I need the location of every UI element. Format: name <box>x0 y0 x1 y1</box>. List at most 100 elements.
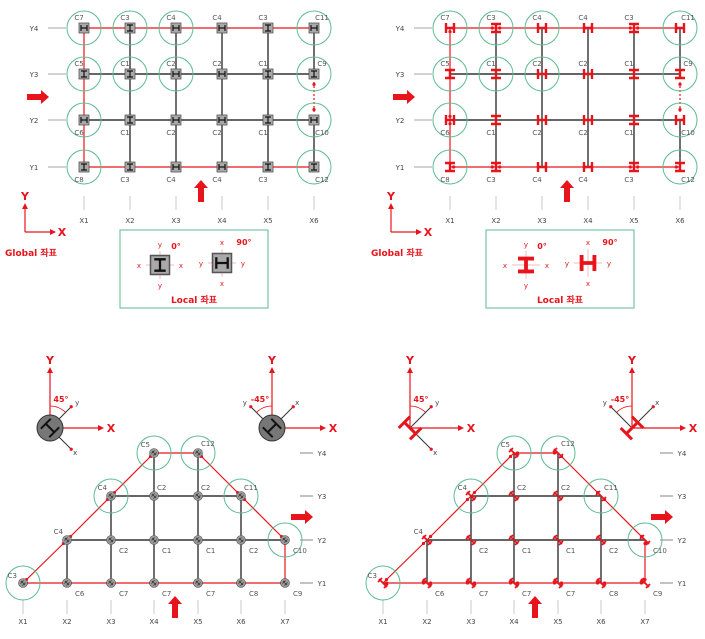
local-x-label: x <box>73 449 77 457</box>
load-arrow-icon <box>393 90 415 104</box>
axis-arrowheads <box>22 203 56 235</box>
column-label: C2 <box>119 547 128 555</box>
local-x-label: x <box>503 262 507 270</box>
orientation-angle: 0° <box>537 242 547 251</box>
i-beam <box>81 163 87 171</box>
column-section-icon <box>78 114 90 126</box>
local-y-label: y <box>565 260 569 268</box>
i-beam <box>265 70 271 78</box>
column-section-icon <box>421 577 433 589</box>
x-grid-label: X5 <box>553 618 562 626</box>
x-grid-label: X2 <box>422 618 431 626</box>
i-beam <box>629 22 639 34</box>
i-beam-glyph <box>172 25 180 31</box>
column-section-icon <box>491 68 501 80</box>
i-beam <box>195 450 201 456</box>
y-grid-label: Y2 <box>317 537 327 545</box>
column-section-icon <box>106 578 116 588</box>
connection-dot <box>636 26 640 30</box>
i-beam <box>536 162 548 172</box>
orientation-angle: 90° <box>236 238 251 247</box>
x-grid-label: X4 <box>149 618 159 626</box>
column-label: C5 <box>74 60 83 68</box>
i-beam <box>172 25 180 31</box>
i-beam <box>465 490 477 502</box>
i-beam-glyph <box>310 25 318 31</box>
i-beam <box>172 164 180 170</box>
column-label: C2 <box>532 129 541 137</box>
i-beam <box>536 115 548 125</box>
column-label: C1 <box>624 129 633 137</box>
column-section-icon <box>124 161 136 173</box>
load-arrow-icon <box>291 510 313 524</box>
column-label: C5 <box>501 441 510 449</box>
i-beam <box>154 258 166 272</box>
i-beam <box>127 116 133 124</box>
column-label: C4 <box>166 176 176 184</box>
rotation-angle: -45° <box>251 395 269 404</box>
global-caption: Global 좌표 <box>371 247 424 259</box>
i-beam <box>582 23 594 33</box>
x-grid-label: X5 <box>629 217 638 225</box>
i-beam <box>172 117 180 123</box>
column-section-icon <box>491 22 501 34</box>
column-section-icon <box>552 490 564 502</box>
connection-dot <box>249 405 253 409</box>
i-beam-glyph <box>491 68 501 80</box>
i-beam-glyph <box>311 70 317 78</box>
red-member-line <box>240 495 286 541</box>
y-grid-label: Y3 <box>317 493 327 501</box>
column-section-icon <box>595 534 607 546</box>
i-beam <box>595 577 607 589</box>
column-label: C4 <box>98 484 108 492</box>
y-grid-label: Y4 <box>677 450 687 458</box>
i-beam-glyph <box>582 69 594 79</box>
i-beam <box>108 537 114 543</box>
i-beam <box>639 534 651 546</box>
column-label: C1 <box>120 129 129 137</box>
global-x-label: X <box>424 226 433 239</box>
i-beam-glyph <box>172 71 180 77</box>
local-y-label: y <box>199 260 203 268</box>
i-beam-glyph <box>265 163 271 171</box>
column-section-icon <box>377 577 389 589</box>
i-beam-glyph <box>218 25 226 31</box>
angle-arc <box>409 405 426 413</box>
column-label: C11 <box>604 484 618 492</box>
connection-dot <box>429 447 433 451</box>
column-label: C8 <box>249 590 258 598</box>
load-arrow-icon <box>27 90 49 104</box>
connection-dot <box>628 165 632 169</box>
column-label: C3 <box>120 14 129 22</box>
i-beam-glyph <box>444 115 456 125</box>
column-section-icon <box>491 114 501 126</box>
column-section-icon <box>170 68 182 80</box>
i-beam <box>127 163 133 171</box>
local-y-label: y <box>243 399 247 407</box>
connection-dot <box>429 405 433 409</box>
arrow-shape <box>528 596 542 618</box>
local-y-label: y <box>524 241 528 249</box>
i-beam <box>64 580 70 586</box>
column-label: C7 <box>206 590 215 598</box>
highlight-circle <box>583 478 619 514</box>
column-label: C8 <box>609 590 618 598</box>
i-beam-glyph <box>445 68 455 80</box>
x-grid-label: X7 <box>280 618 289 626</box>
highlight-circle <box>662 149 698 185</box>
connection-dot <box>674 165 678 169</box>
i-beam-glyph <box>675 161 685 173</box>
i-beam <box>674 115 686 125</box>
load-arrow-icon <box>651 510 673 524</box>
connection-dot <box>498 165 502 169</box>
x-grid-label: X2 <box>125 217 134 225</box>
i-beam <box>282 537 288 543</box>
column-section-icon <box>216 22 228 34</box>
highlight-circle <box>432 149 468 185</box>
red-member-line <box>470 452 515 497</box>
i-beam <box>64 537 70 543</box>
column-label: C12 <box>201 440 215 448</box>
load-arrow-icon <box>560 180 574 202</box>
column-label: C2 <box>166 129 175 137</box>
